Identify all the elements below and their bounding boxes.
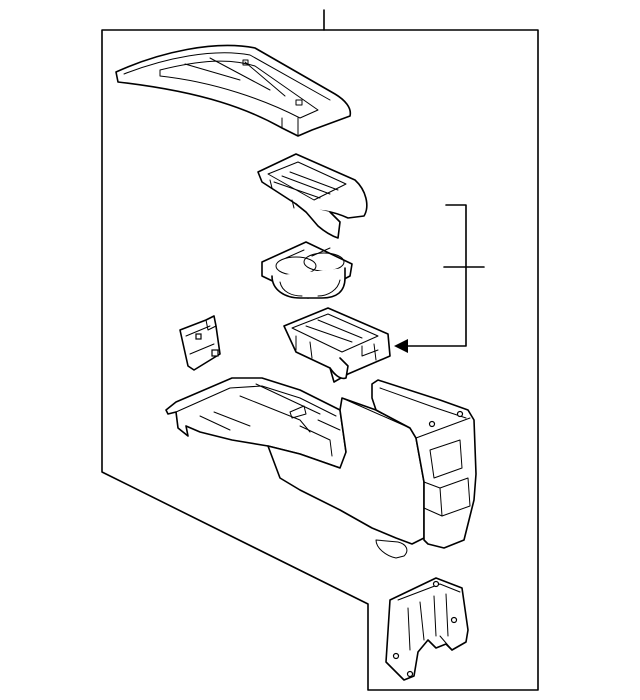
assembly-frame	[101, 29, 539, 691]
part-cupholder-insert	[261, 241, 353, 299]
part-cupholder-tray	[283, 307, 391, 383]
part-top-trim-panel	[115, 44, 352, 137]
callout-bracket	[394, 204, 485, 353]
part-console-base	[165, 377, 477, 559]
callout-arrowhead	[394, 339, 408, 353]
part-cupholder-bezel	[257, 153, 368, 239]
part-mounting-bracket	[385, 577, 469, 681]
part-side-clip	[179, 315, 221, 371]
